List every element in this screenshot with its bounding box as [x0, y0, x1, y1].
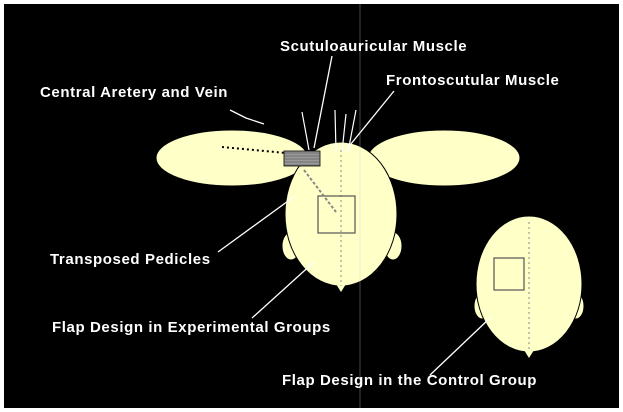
flap-experimental-leader: [252, 262, 314, 318]
right-ear: [368, 130, 520, 186]
control-tail: [524, 350, 534, 358]
label-central-artery-vein: Central Aretery and Vein: [40, 84, 228, 102]
label-flap-design-control: Flap Design in the Control Group: [282, 372, 537, 390]
scutuloauricular-leader: [314, 56, 332, 148]
label-flap-design-experimental: Flap Design in Experimental Groups: [52, 319, 331, 337]
flap-control-leader: [430, 318, 490, 375]
label-frontoscutular-muscle: Frontoscutular Muscle: [386, 72, 559, 90]
label-scutuloauricular-muscle: Scutuloauricular Muscle: [280, 38, 467, 56]
label-transposed-pedicles: Transposed Pedicles: [50, 251, 211, 269]
control-rabbit: [474, 216, 584, 358]
muscle-pedicle: [284, 151, 320, 166]
central-artery-leader: [230, 110, 264, 124]
